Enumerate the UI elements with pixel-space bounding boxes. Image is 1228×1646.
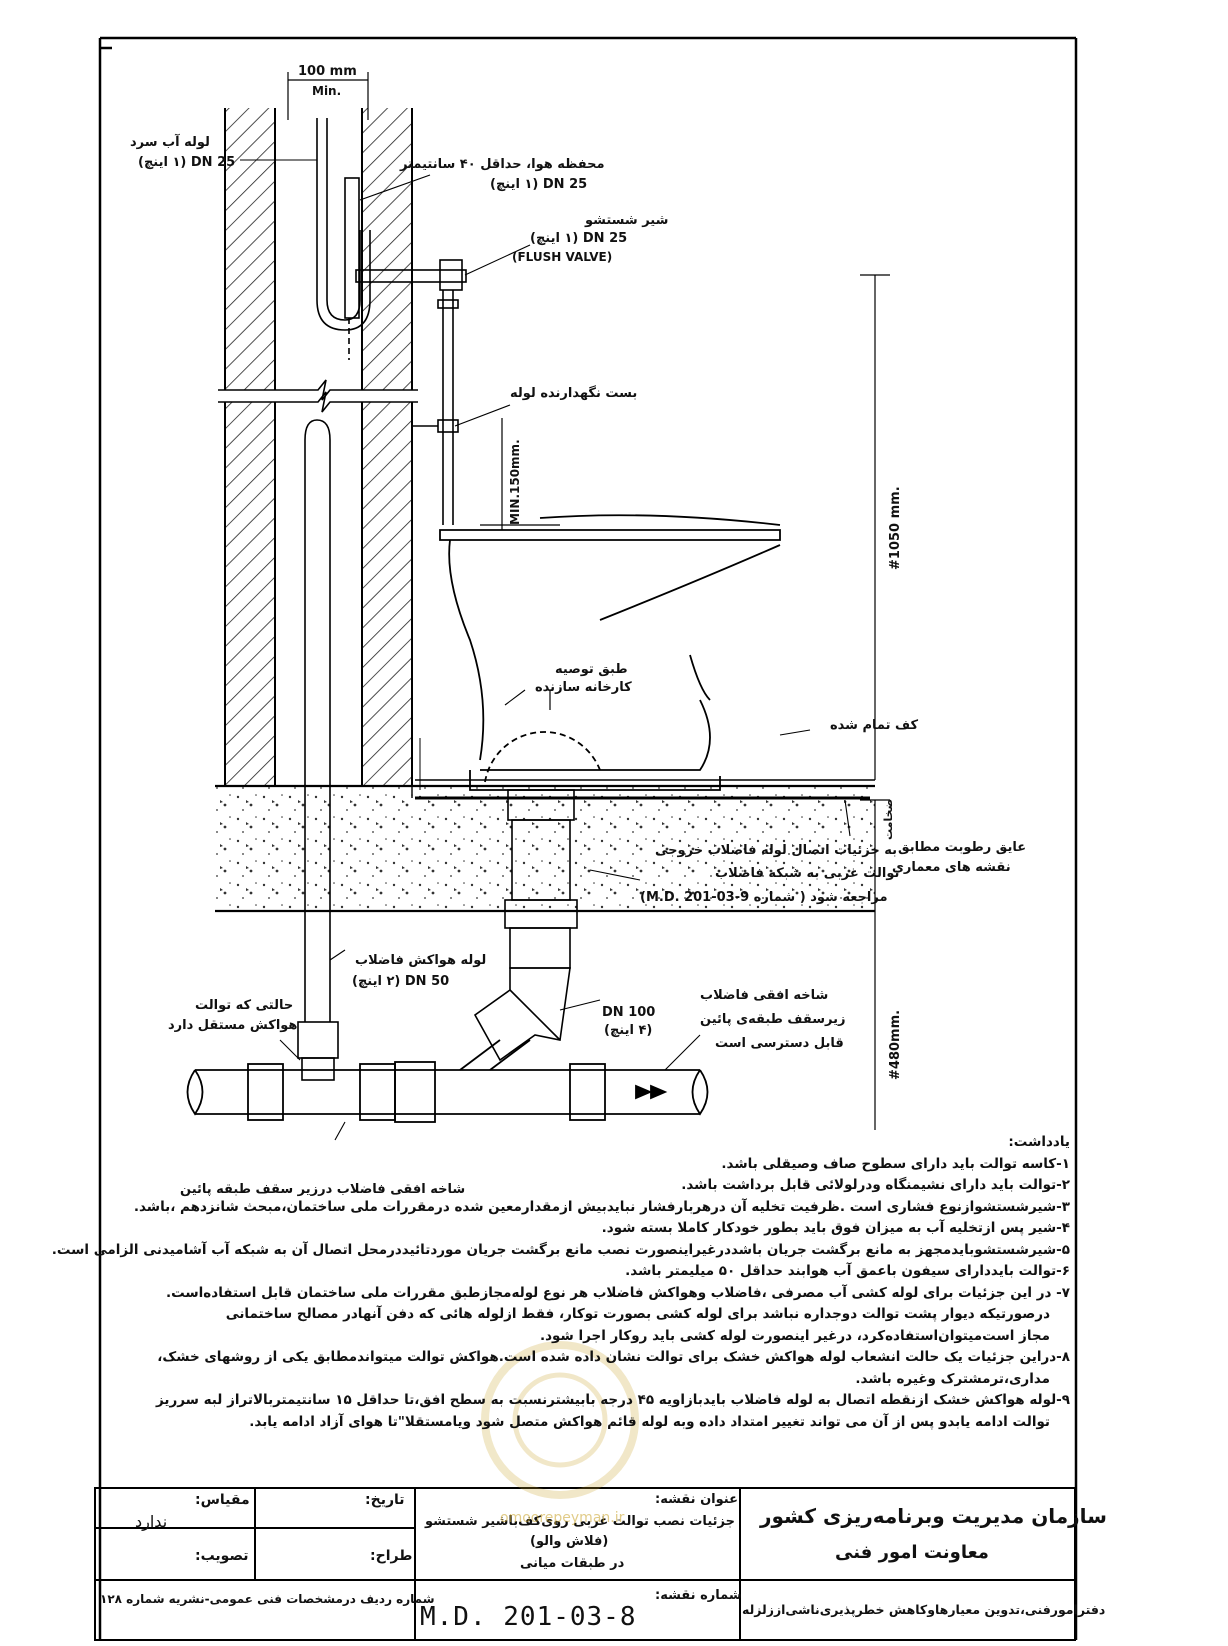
approval-label: تصویب: (195, 1548, 249, 1564)
cold-water-pipe (316, 118, 467, 360)
dim-1050: #1050 mm. (888, 486, 903, 570)
label-outlet-detail-3: مراجعه شود ( شماره M.D. 201-03-9) (640, 890, 888, 905)
label-manufacturer-1: طبق توصیه (555, 662, 628, 677)
notes-title: یادداشت: (1008, 1134, 1070, 1150)
note-line: مداری،ترمشترک وغیره باشد. (855, 1370, 1050, 1387)
floor-slab (215, 738, 875, 913)
vent-pipe (297, 419, 339, 1081)
label-outlet-detail-1: به جزئیات اتصال لوله فاضلاب خروجی (655, 843, 898, 858)
dimension-lines (287, 72, 890, 1130)
note-line: درصورتیکه دیوار پشت توالت دوجداره نباشد … (225, 1306, 1050, 1322)
toilet (439, 514, 781, 791)
label-cold-pipe-1: لوله آب سرد (130, 135, 210, 150)
flush-pipe (412, 290, 459, 525)
dim-480: #480mm. (888, 1009, 903, 1080)
scale-label: مقیاس: (195, 1492, 250, 1508)
label-branch-bottom: شاخه افقی فاضلاب درزیر سقف طبقه پائین (180, 1182, 466, 1197)
label-vent-case-2: هواکش مستقل دارد (168, 1018, 298, 1033)
label-pipe-clamp: بست نگهدارنده لوله (510, 386, 638, 401)
label-waterproof-2: نقشه های معماری (892, 860, 1011, 875)
dim-floor-thickness: ضخامت (882, 798, 895, 840)
label-air-chamber-1: محفظه هوا، حداقل ۴۰ سانتیمتر (400, 157, 605, 172)
note-line: ۶-توالت بایددارای سیفون باعمق آب هوابند … (625, 1263, 1070, 1279)
label-dn100-2: (۴ اینچ) (604, 1023, 653, 1038)
note-line: ۳-شیرشستشوازنوع فشاری است .ظرفیت تخلیه آ… (133, 1198, 1070, 1215)
note-line: ۹-لوله هواکش خشک ازنقطه اتصال به لوله فا… (156, 1392, 1070, 1408)
note-line: ۱-کاسه توالت باید دارای سطوح صاف وصیقلی … (721, 1155, 1070, 1172)
drawing-title-line3: در طبقات میانی (520, 1556, 625, 1571)
label-flush-valve-1: شیر شستشو (585, 213, 669, 228)
note-line: ۷- در این جزئیات برای لوله کشی آب مصرفی … (165, 1284, 1070, 1301)
date-label: تاریخ: (365, 1492, 405, 1508)
drawing-title-label: عنوان نقشه: (655, 1492, 738, 1507)
wall-right (361, 108, 413, 786)
dim-100mm: 100 mm (298, 64, 357, 79)
label-branch-right-1: شاخه افقی فاضلاب (700, 988, 829, 1003)
drawing-number-label: شماره نقشه: (655, 1588, 742, 1603)
drawing-number: M.D. 201-03-8 (420, 1602, 637, 1632)
org-office: دفترامورفنی،تدوین معیارهاوکاهش خطرپذیری‌… (742, 1602, 1106, 1617)
org-name: سازمان مدیریت وبرنامه‌ریزی کشور (760, 1504, 1107, 1528)
dim-min150: MIN.150mm. (508, 439, 522, 525)
label-flush-valve-3: (FLUSH VALVE) (512, 250, 613, 264)
drawing-title-line2: (فلاش والو) (530, 1534, 609, 1549)
watermark-logo (481, 1341, 639, 1499)
label-dn100-1: DN 100 (602, 1005, 656, 1020)
drain-outlet (473, 789, 578, 1062)
horizontal-branch (186, 1039, 709, 1123)
leader-lines (240, 159, 851, 1141)
wall-break (218, 379, 418, 413)
dim-min: Min. (312, 84, 342, 98)
label-vent-pipe-1: لوله هواکش فاضلاب (355, 953, 487, 968)
label-air-chamber-2: DN 25 (۱ اینچ) (490, 177, 588, 192)
label-cold-pipe-2: DN 25 (۱ اینچ) (138, 155, 236, 170)
label-flush-valve-2: DN 25 (۱ اینچ) (530, 231, 628, 246)
note-line: ۵-شیرشستشوبایدمجهز به مانع برگشت جریان ب… (51, 1241, 1070, 1258)
note-line: ۲-توالت باید دارای نشیمنگاه ودرلولائی قا… (681, 1177, 1070, 1193)
watermark-text: omoorepeyman.ir (500, 1510, 625, 1526)
label-outlet-detail-2: توالت غربی به شبکه فاضلاب (715, 866, 900, 881)
spec-reference: شماره ردیف درمشخصات فنی عمومی-نشریه شمار… (100, 1592, 435, 1606)
designer-label: طراح: (370, 1548, 413, 1564)
org-deputy: معاونت امور فنی (835, 1542, 989, 1563)
note-line: ۴-شیر پس ازتخلیه آب به میزان فوق باید بط… (601, 1220, 1070, 1236)
drawing-title-line1: جزئیات نصب توالت غربی روی‌کف‌باشیر شستشو (425, 1514, 735, 1529)
title-block-frame (94, 1487, 1076, 1641)
label-vent-pipe-2: DN 50 (۲ اینچ) (352, 974, 450, 989)
note-line: ۸-دراین جزئیات یک حالت انشعاب لوله هواکش… (157, 1349, 1070, 1365)
sheet-border (98, 36, 1078, 1640)
note-line: توالت ادامه یابدو پس از آن می تواند تغیی… (249, 1413, 1050, 1430)
label-branch-right-3: قابل دسترسی است (715, 1036, 844, 1051)
scale-value: ندارد (135, 1512, 168, 1531)
label-finished-floor: کف تمام شده (830, 718, 919, 733)
label-waterproof-1: عایق رطوبت مطابق (898, 840, 1027, 855)
label-vent-case-1: حالتی که توالت (195, 998, 294, 1013)
label-manufacturer-2: کارخانه سازنده (535, 680, 632, 695)
notes-section: یادداشت: ۱-کاسه توالت باید دارای سطوح صا… (51, 1132, 1070, 1433)
note-line: مجاز است‌میتوان‌استفاده‌کرد، درغیر اینصو… (539, 1327, 1050, 1344)
label-branch-right-2: زیرسقف طبقه‌ی پائین (700, 1012, 846, 1027)
wall-left (224, 108, 276, 786)
